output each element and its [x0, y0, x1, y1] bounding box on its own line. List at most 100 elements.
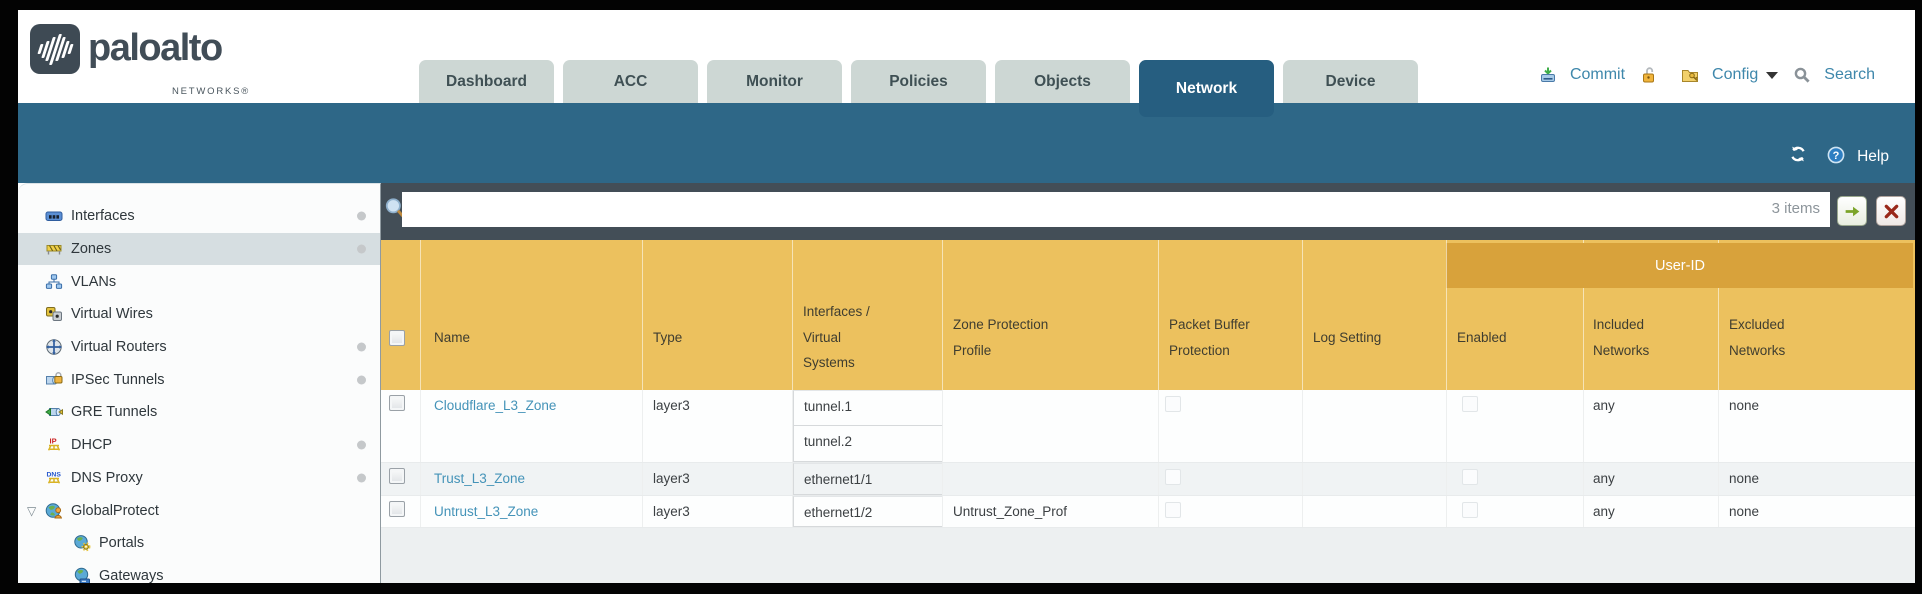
clear-filter-button[interactable]: [1876, 196, 1906, 226]
row-select-checkbox[interactable]: [389, 395, 405, 411]
status-dot: [357, 342, 366, 352]
sidebar-item-portals[interactable]: Portals: [18, 527, 380, 560]
column-header-name[interactable]: Name: [420, 240, 642, 390]
user-id-group-header: User-ID: [1446, 243, 1913, 288]
search-label: Search: [1824, 66, 1875, 83]
items-count: 3 items: [1771, 200, 1820, 217]
commit-button[interactable]: Commit: [1539, 66, 1625, 84]
refresh-icon[interactable]: [1789, 145, 1807, 169]
row-select-checkbox[interactable]: [389, 468, 405, 484]
packet-buffer-protection-checkbox[interactable]: [1165, 396, 1181, 412]
zone-name-link[interactable]: Cloudflare_L3_Zone: [434, 398, 557, 413]
column-header-excluded-networks[interactable]: Excluded Networks: [1718, 240, 1915, 390]
help-label: Help: [1857, 148, 1889, 165]
column-header-type[interactable]: Type: [642, 240, 792, 390]
sidebar-item-virtual-wires[interactable]: Virtual Wires: [18, 298, 380, 331]
packet-buffer-protection-cell: [1158, 390, 1302, 462]
sidebar-item-gateways[interactable]: Gateways: [18, 560, 380, 583]
column-header-enabled[interactable]: Enabled: [1446, 240, 1583, 390]
commit-icon: [1539, 66, 1557, 84]
help-button[interactable]: ? Help: [1827, 146, 1889, 168]
filter-input[interactable]: [402, 192, 1830, 227]
tab-monitor[interactable]: Monitor: [707, 60, 842, 103]
search-button[interactable]: Search: [1793, 66, 1875, 84]
column-header-log-setting[interactable]: Log Setting: [1302, 240, 1446, 390]
interfaces-cell: ethernet1/2: [792, 496, 942, 527]
unlocked-padlock-icon: [1640, 66, 1658, 84]
tab-acc[interactable]: ACC: [563, 60, 698, 103]
sidebar-item-globalprotect[interactable]: ▽GlobalProtect: [18, 494, 380, 527]
log-setting-cell: [1302, 496, 1446, 527]
vlans-icon: [45, 273, 63, 291]
sidebar-item-gre-tunnels[interactable]: GRE Tunnels: [18, 396, 380, 429]
included-networks-cell: any: [1583, 463, 1718, 495]
sidebar-item-virtual-routers[interactable]: Virtual Routers: [18, 331, 380, 364]
sidebar-item-label: Gateways: [99, 567, 164, 583]
sidebar-item-vlans[interactable]: VLANs: [18, 265, 380, 298]
globalprotect-icon: [45, 502, 63, 520]
column-header-interfaces[interactable]: Interfaces / Virtual Systems: [792, 240, 942, 390]
paloalto-logo: paloalto NETWORKS®: [30, 24, 248, 97]
dns-proxy-icon: DNS: [45, 469, 63, 487]
row-select-cell: [381, 390, 420, 462]
user-id-enabled-checkbox[interactable]: [1462, 502, 1478, 518]
user-id-enabled-cell: [1446, 496, 1583, 527]
status-dot: [357, 244, 366, 254]
user-id-enabled-checkbox[interactable]: [1462, 396, 1478, 412]
row-select-checkbox[interactable]: [389, 501, 405, 517]
zone-name-link[interactable]: Trust_L3_Zone: [434, 471, 526, 486]
chevron-down-icon: [1766, 71, 1779, 79]
zone-name-cell: Trust_L3_Zone: [420, 463, 642, 495]
zone-type-cell: layer3: [642, 390, 792, 462]
log-setting-cell: [1302, 463, 1446, 495]
sidebar-item-dns-proxy[interactable]: DNS DNS Proxy: [18, 462, 380, 495]
tab-dashboard[interactable]: Dashboard: [419, 60, 554, 103]
tab-objects[interactable]: Objects: [995, 60, 1130, 103]
packet-buffer-protection-cell: [1158, 496, 1302, 527]
column-header-included-networks[interactable]: Included Networks: [1583, 240, 1718, 390]
column-header-zone-protection-profile[interactable]: Zone Protection Profile: [942, 240, 1158, 390]
help-icon: ?: [1827, 146, 1845, 168]
user-id-enabled-checkbox[interactable]: [1462, 469, 1478, 485]
column-header-packet-buffer-protection[interactable]: Packet Buffer Protection: [1158, 240, 1302, 390]
sidebar-item-label: DNS Proxy: [71, 469, 143, 486]
tab-device[interactable]: Device: [1283, 60, 1418, 103]
red-x-icon: [1884, 204, 1898, 218]
band-actions: ? Help: [1789, 145, 1889, 169]
teal-band: [18, 103, 1915, 183]
gre-tunnels-icon: [45, 403, 63, 421]
interface-value: tunnel.2: [793, 426, 942, 462]
sidebar-item-interfaces[interactable]: Interfaces: [18, 200, 380, 233]
config-folder-key-icon: [1681, 66, 1699, 84]
status-dot: [357, 211, 366, 221]
config-label: Config: [1712, 66, 1759, 83]
virtual-routers-icon: [45, 338, 63, 356]
zone-name-link[interactable]: Untrust_L3_Zone: [434, 504, 539, 519]
sidebar-item-label: VLANs: [71, 273, 117, 290]
paloalto-logo-icon: [30, 24, 80, 74]
packet-buffer-protection-checkbox[interactable]: [1165, 469, 1181, 485]
packet-buffer-protection-checkbox[interactable]: [1165, 502, 1181, 518]
filter-bar: 3 items: [381, 183, 1915, 240]
portals-icon: [73, 534, 91, 552]
apply-filter-button[interactable]: [1837, 196, 1867, 226]
zones-content: 3 items Name Type Interfaces / Virtual S…: [381, 183, 1915, 583]
config-menu-button[interactable]: Config: [1681, 66, 1779, 84]
excluded-networks-cell: none: [1718, 390, 1915, 462]
sidebar-item-zones[interactable]: Zones: [18, 232, 380, 266]
log-setting-cell: [1302, 390, 1446, 462]
tab-policies[interactable]: Policies: [851, 60, 986, 103]
virtual-wires-icon: [45, 305, 63, 323]
green-arrow-icon: [1845, 206, 1859, 216]
select-all-checkbox[interactable]: [389, 329, 405, 346]
sidebar-item-ipsec-tunnels[interactable]: IPSec Tunnels: [18, 363, 380, 396]
tab-network[interactable]: Network: [1139, 60, 1274, 117]
excluded-networks-cell: none: [1718, 496, 1915, 527]
expander-triangle-icon[interactable]: ▽: [27, 503, 37, 518]
lock-button[interactable]: [1640, 66, 1666, 84]
zone-name-cell: Untrust_L3_Zone: [420, 496, 642, 527]
